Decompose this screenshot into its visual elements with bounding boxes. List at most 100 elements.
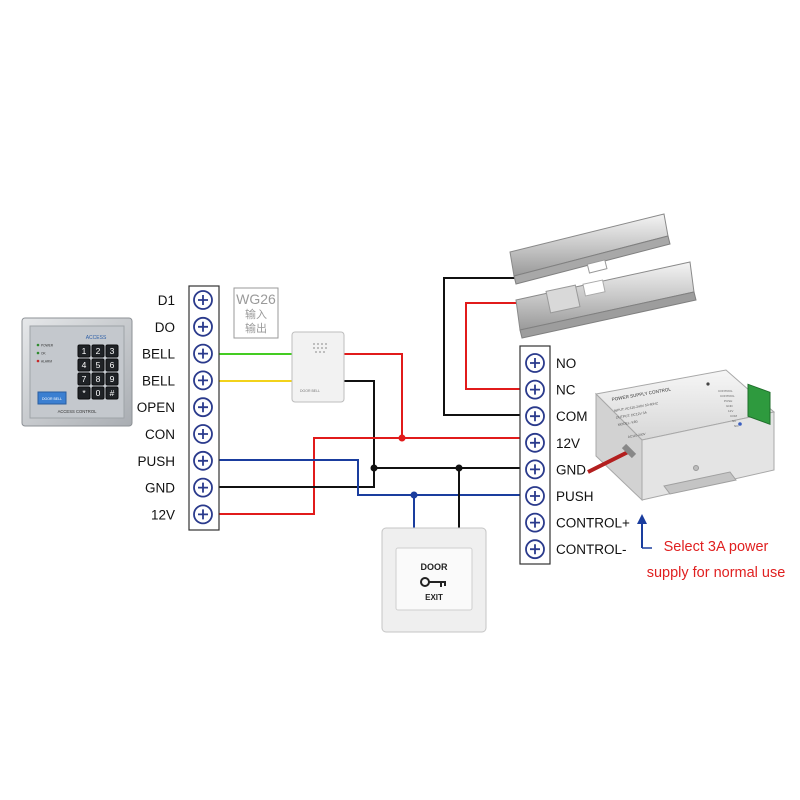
wire-gnd-black xyxy=(212,467,522,488)
terminal-left-8 xyxy=(193,504,213,525)
terminal-label: COM xyxy=(556,409,588,424)
terminal-label: GND xyxy=(556,462,586,477)
wg26-frame xyxy=(233,287,279,339)
plus-icon xyxy=(198,482,208,493)
terminal-label: PUSH xyxy=(137,454,175,469)
psu-side-label: 12V xyxy=(728,409,733,413)
terminal-label: 12V xyxy=(151,507,175,522)
exit-line1: DOOR xyxy=(421,562,449,572)
doorbell-grille xyxy=(313,343,327,353)
terminal-left-7 xyxy=(193,477,213,498)
indicator-label: OK xyxy=(41,352,46,356)
indicator-label: ALARM xyxy=(41,360,52,364)
keypad-key[interactable]: 7 xyxy=(77,372,91,386)
wires xyxy=(212,277,522,528)
lock-label xyxy=(586,259,608,274)
wire-push-blue xyxy=(212,459,522,496)
terminal-right-4 xyxy=(525,459,545,480)
junction-gnd-a xyxy=(370,464,378,472)
indicator-label: POWER xyxy=(41,344,54,348)
plus-icon xyxy=(530,437,540,448)
terminal-label: BELL xyxy=(142,373,176,388)
terminal-right-6 xyxy=(525,512,545,533)
psu-input-cable xyxy=(587,450,629,474)
doorbell-device: DOOR BELL xyxy=(291,331,345,403)
terminal-left-3 xyxy=(193,370,213,391)
exit-line2: EXIT xyxy=(425,593,443,602)
keypad-key[interactable]: 5 xyxy=(91,358,105,372)
terminal-right-0 xyxy=(525,353,545,373)
keypad-key[interactable]: 3 xyxy=(105,344,119,358)
note-line1: Select 3A power xyxy=(664,539,769,555)
terminal-right-7 xyxy=(525,539,545,560)
terminal-right-3 xyxy=(525,432,545,453)
keypad-key-label: * xyxy=(82,388,86,398)
junction-12v xyxy=(398,434,406,442)
plus-icon xyxy=(198,509,208,520)
terminal-left-2 xyxy=(193,343,213,364)
keypad-key[interactable]: # xyxy=(105,386,119,400)
plus-icon xyxy=(530,411,540,422)
terminal-label: D1 xyxy=(158,293,175,308)
terminal-left-5 xyxy=(193,424,213,444)
wg26-input: 输入 xyxy=(245,307,267,321)
keypad-key[interactable]: 6 xyxy=(105,358,119,372)
terminal-label: CONTROL+ xyxy=(556,516,630,531)
keypad-key-label: 2 xyxy=(96,346,101,356)
plus-icon xyxy=(198,455,208,466)
bell-key[interactable] xyxy=(37,391,67,405)
psu-side-label: PUSH xyxy=(724,399,732,403)
terminal-label: NC xyxy=(556,383,576,398)
keypad-key-label: 9 xyxy=(110,374,115,384)
psu-cable-gland xyxy=(621,443,637,459)
keypad-key[interactable]: 1 xyxy=(77,344,91,358)
keypad-key[interactable]: 2 xyxy=(91,344,105,358)
keypad-key[interactable]: 4 xyxy=(77,358,91,372)
wg26-box: WG26 输入 输出 xyxy=(233,287,279,339)
keypad-key-label: 6 xyxy=(110,360,115,370)
keypad-key-label: 1 xyxy=(82,346,87,356)
plus-icon xyxy=(198,375,208,386)
terminal-right-5 xyxy=(525,486,545,506)
wg26-label: WG26 xyxy=(236,291,276,307)
psu-blue-screw xyxy=(738,422,742,426)
keypad-brand: ACCESS xyxy=(86,335,107,341)
plus-icon xyxy=(530,517,540,528)
psu-side-label: CONTROL xyxy=(720,394,735,398)
terminal-label: CON xyxy=(145,427,175,442)
terminal-label: BELL xyxy=(142,347,176,362)
psu-spec-input: INPUT: AC110-240V 50-60HZ xyxy=(613,401,658,413)
terminal-right-2 xyxy=(525,406,545,427)
keypad-key-label: 4 xyxy=(82,360,87,370)
psu-model: MODEL: K80 xyxy=(617,420,637,427)
terminal-label: OPEN xyxy=(137,400,175,415)
terminal-label: DO xyxy=(155,320,175,335)
junction-gnd-b xyxy=(455,464,463,472)
keypad-key[interactable]: * xyxy=(77,386,91,400)
power-note: Select 3A power supply for normal use xyxy=(637,514,785,581)
key-icon xyxy=(420,577,446,587)
psu-side xyxy=(641,411,775,501)
keypad-key[interactable]: 0 xyxy=(91,386,105,400)
doorbell-label: DOOR BELL xyxy=(300,389,320,393)
keypad-indicators: POWER OK ALARM xyxy=(36,344,54,364)
psu-bracket xyxy=(663,471,737,495)
psu-side-label: GND xyxy=(726,404,734,408)
keypad-key[interactable]: 8 xyxy=(91,372,105,386)
note-line2: supply for normal use xyxy=(647,565,786,581)
plus-icon xyxy=(198,402,208,413)
plus-icon xyxy=(530,358,540,368)
plus-icon xyxy=(198,348,208,359)
keypad-key[interactable]: 9 xyxy=(105,372,119,386)
keypad-panel-label: ACCESS CONTROL xyxy=(58,409,98,414)
magnetic-lock xyxy=(509,213,697,339)
terminal-left-1 xyxy=(193,316,213,337)
psu-led xyxy=(706,382,710,386)
exit-button[interactable] xyxy=(395,547,473,611)
